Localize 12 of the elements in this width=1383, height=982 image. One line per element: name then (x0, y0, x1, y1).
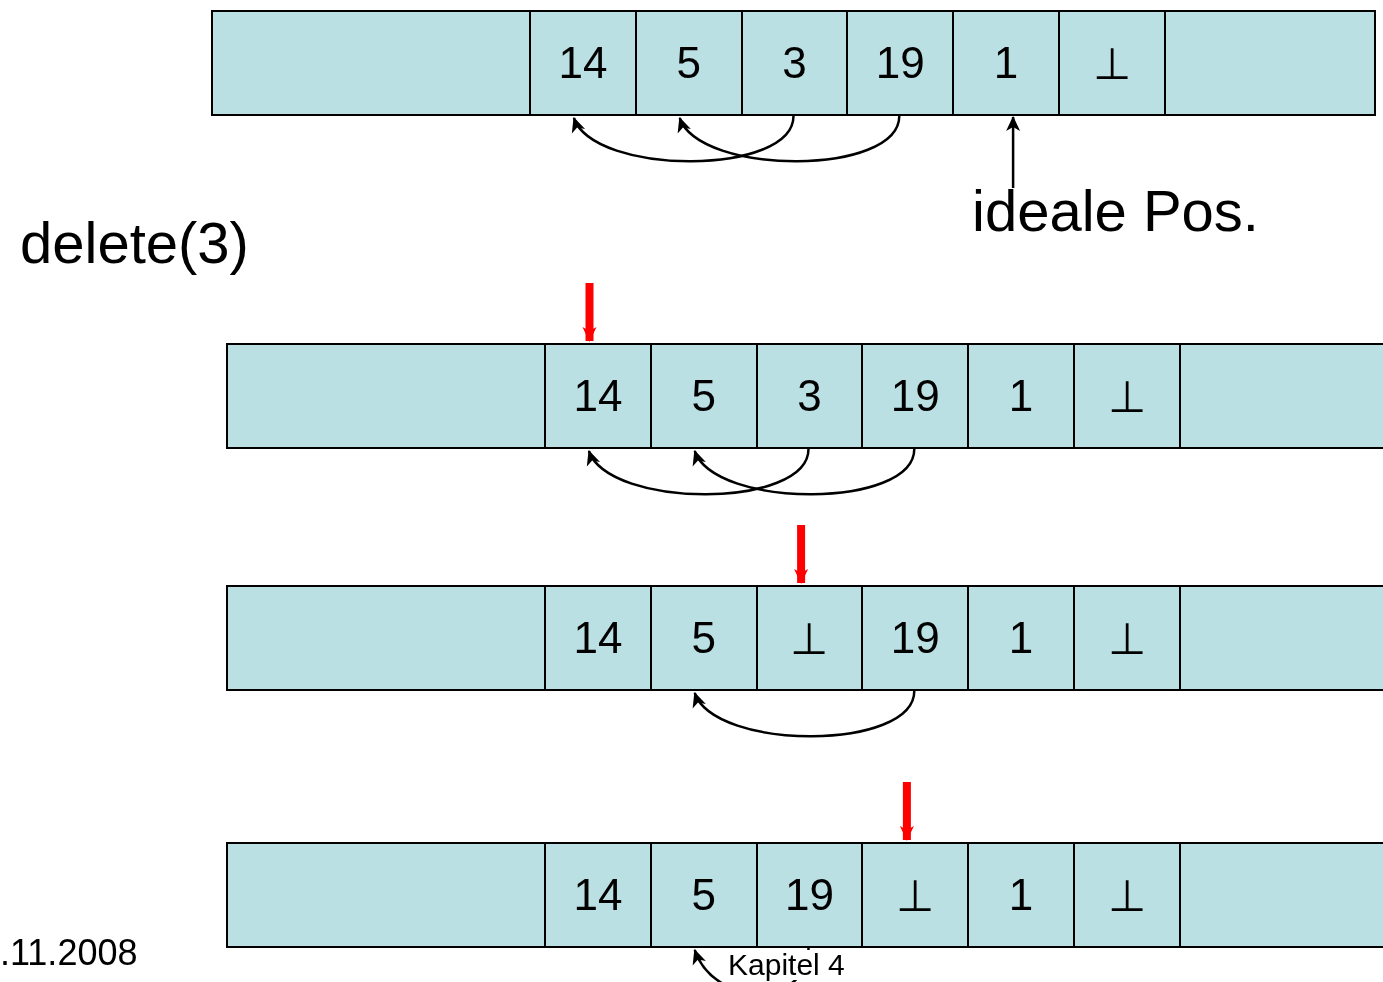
label-text: Kapitel 4 (728, 950, 845, 980)
arrow (693, 448, 916, 496)
arrow (678, 115, 901, 163)
annotation-text: ideale Pos. (972, 182, 1259, 240)
array-bar (226, 842, 1383, 948)
array-bar (226, 585, 1383, 691)
arrow (693, 690, 916, 738)
arrow (1006, 116, 1021, 188)
array-bar (226, 343, 1383, 449)
arrow (572, 115, 795, 163)
array-bar (211, 10, 1376, 116)
arrow (587, 448, 810, 496)
